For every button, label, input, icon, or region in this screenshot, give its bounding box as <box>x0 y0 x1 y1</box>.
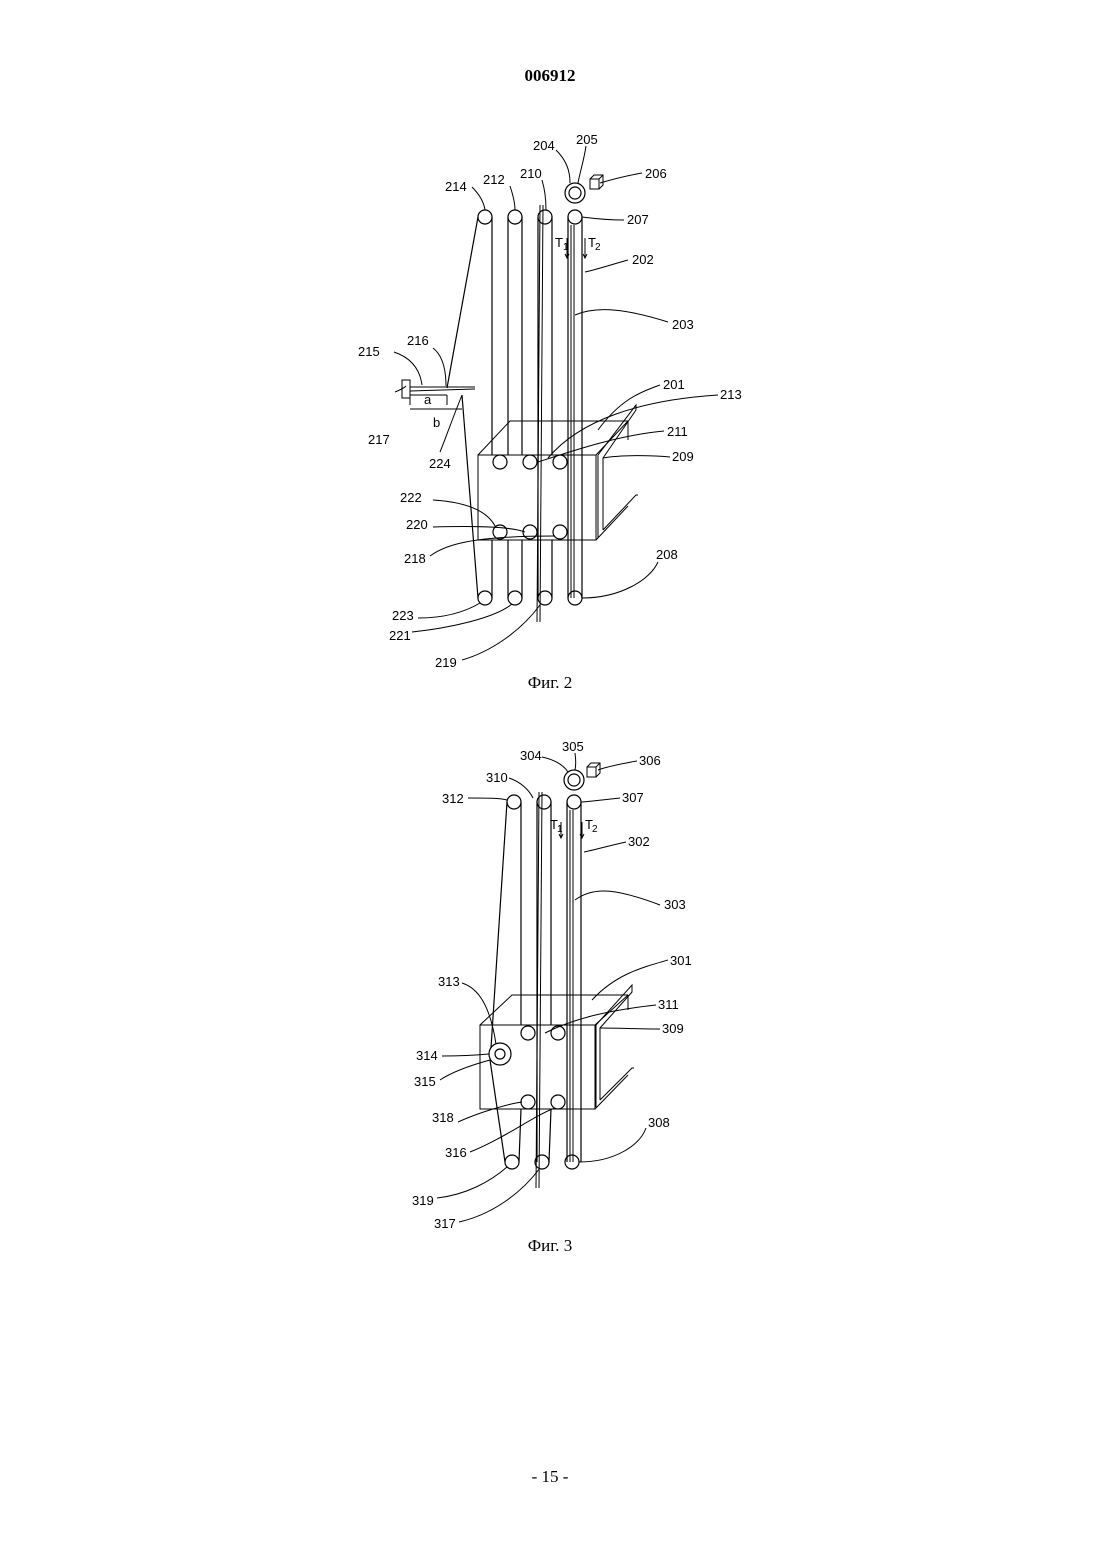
label-204: 204 <box>533 138 555 153</box>
label-319: 319 <box>412 1193 434 1208</box>
figure-2-drawing: 204 205 206 207 202 203 201 213 211 209 … <box>358 132 742 670</box>
labels-fig3: 304 305 306 307 302 303 301 311 309 310 … <box>412 739 692 1231</box>
label-t1-sub: 1 <box>557 824 563 835</box>
label-t1-sub: 1 <box>563 242 569 253</box>
leader-lines-fig2 <box>394 146 718 660</box>
car-pulley-311 <box>551 1026 565 1040</box>
label-215: 215 <box>358 344 380 359</box>
label-316: 316 <box>445 1145 467 1160</box>
car-pulley-upper-1 <box>521 1026 535 1040</box>
sheave-305 <box>568 774 580 786</box>
pulley-208 <box>568 591 582 605</box>
label-312: 312 <box>442 791 464 806</box>
label-310: 310 <box>486 770 508 785</box>
figure-2-caption: Фиг. 2 <box>0 673 1100 693</box>
pulley-223 <box>478 591 492 605</box>
label-t1: T <box>555 235 563 250</box>
car-pulley-318 <box>521 1095 535 1109</box>
car-pulley-211 <box>523 455 537 469</box>
figure-3-caption: Фиг. 3 <box>0 1236 1100 1256</box>
label-206: 206 <box>645 166 667 181</box>
label-210: 210 <box>520 166 542 181</box>
label-309: 309 <box>662 1021 684 1036</box>
car-pulley-213 <box>553 455 567 469</box>
label-207: 207 <box>627 212 649 227</box>
label-t2-sub: 2 <box>592 824 598 835</box>
label-314: 314 <box>416 1048 438 1063</box>
pulley-212 <box>508 210 522 224</box>
label-311: 311 <box>658 997 679 1012</box>
label-t2-sub: 2 <box>595 242 601 253</box>
motor-206 <box>590 175 603 189</box>
label-211: 211 <box>667 424 688 439</box>
label-313: 313 <box>438 974 460 989</box>
label-209: 209 <box>672 449 694 464</box>
label-220: 220 <box>406 517 428 532</box>
drum-axle-314 <box>495 1049 505 1059</box>
pulley-312 <box>507 795 521 809</box>
ropes-fig3 <box>490 792 581 1188</box>
label-a: a <box>424 392 432 407</box>
label-214: 214 <box>445 179 467 194</box>
label-208: 208 <box>656 547 678 562</box>
label-304: 304 <box>520 748 542 763</box>
elevator-car-201 <box>478 405 638 540</box>
pulley-319 <box>505 1155 519 1169</box>
label-303: 303 <box>664 897 686 912</box>
label-308: 308 <box>648 1115 670 1130</box>
label-301: 301 <box>670 953 692 968</box>
label-315: 315 <box>414 1074 436 1089</box>
label-217: 217 <box>368 432 390 447</box>
pulley-307 <box>567 795 581 809</box>
car-pulley-upper-1 <box>493 455 507 469</box>
sheave-205 <box>569 187 581 199</box>
pulley-214 <box>478 210 492 224</box>
label-307: 307 <box>622 790 644 805</box>
page-number: - 15 - <box>0 1467 1100 1487</box>
label-212: 212 <box>483 172 505 187</box>
figure-3-drawing: 304 305 306 307 302 303 301 311 309 310 … <box>412 739 692 1231</box>
label-218: 218 <box>404 551 426 566</box>
pulley-221 <box>508 591 522 605</box>
label-213: 213 <box>720 387 742 402</box>
label-305: 305 <box>562 739 584 754</box>
label-b: b <box>433 415 440 430</box>
label-223: 223 <box>392 608 414 623</box>
label-318: 318 <box>432 1110 454 1125</box>
label-317: 317 <box>434 1216 456 1231</box>
ropes-fig2 <box>447 205 582 622</box>
label-205: 205 <box>576 132 598 147</box>
car-pulley-218 <box>553 525 567 539</box>
label-219: 219 <box>435 655 457 670</box>
label-306: 306 <box>639 753 661 768</box>
car-pulley-316 <box>551 1095 565 1109</box>
tension-device-215 <box>402 380 475 409</box>
label-202: 202 <box>632 252 654 267</box>
label-302: 302 <box>628 834 650 849</box>
label-201: 201 <box>663 377 685 392</box>
pulley-207 <box>568 210 582 224</box>
label-224: 224 <box>429 456 451 471</box>
label-203: 203 <box>672 317 694 332</box>
label-216: 216 <box>407 333 429 348</box>
label-222: 222 <box>400 490 422 505</box>
label-221: 221 <box>389 628 411 643</box>
